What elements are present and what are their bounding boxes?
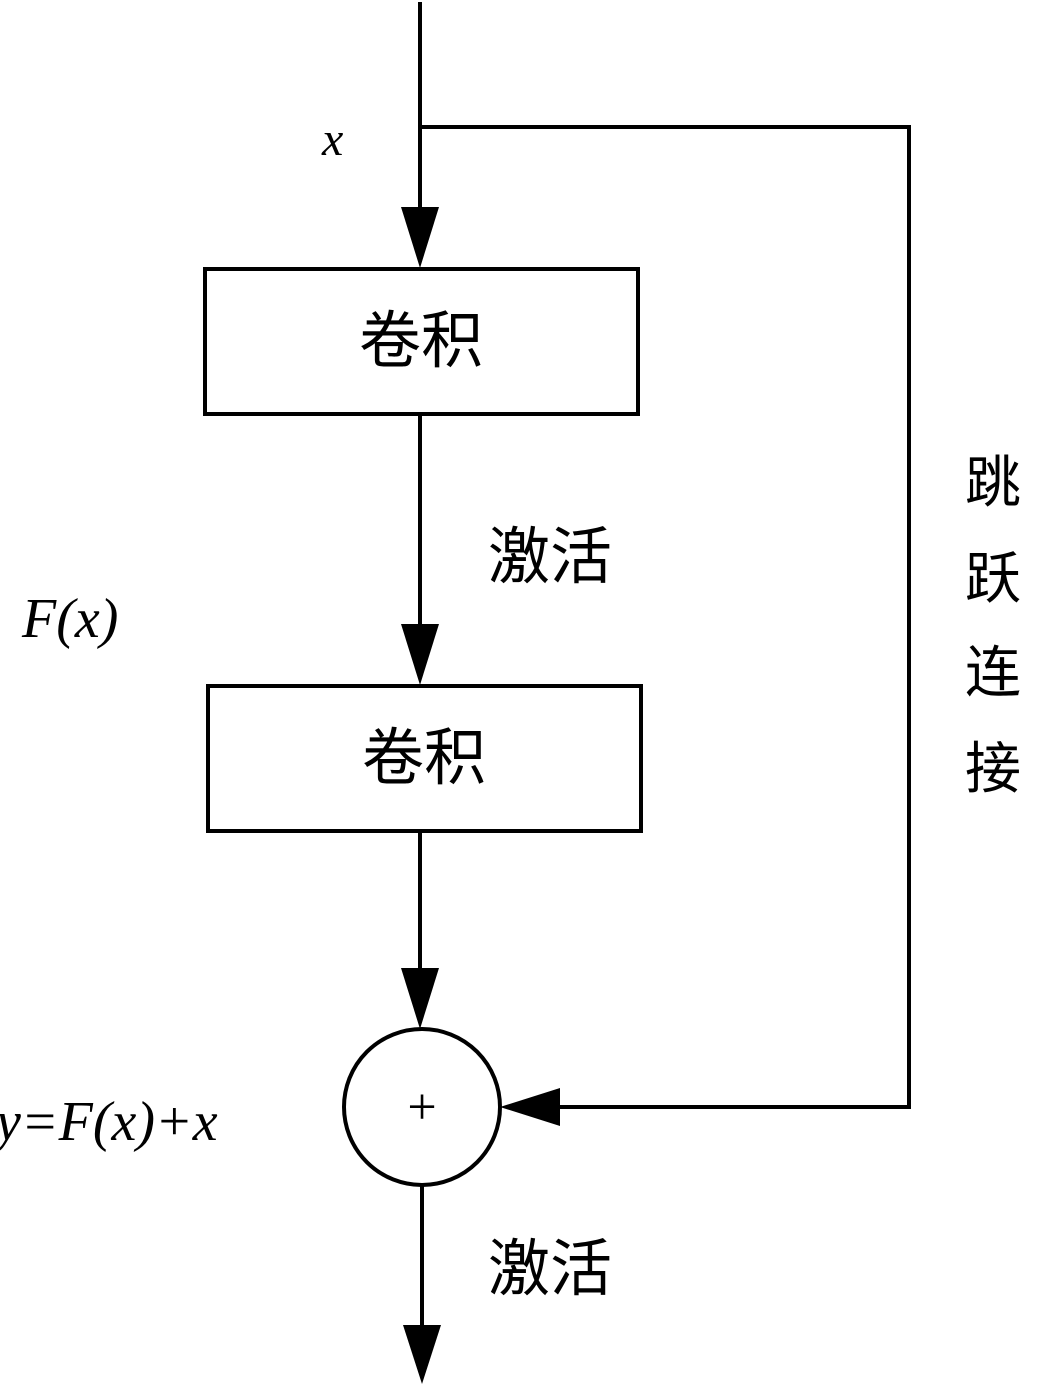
conv-block-1-label: 卷积 [359, 304, 483, 377]
skip-connection-line [420, 125, 911, 1109]
output-formula: y=F(x)+x [0, 1091, 218, 1153]
sum-node: + [342, 1027, 502, 1187]
skip-label-char-4: 接 [965, 737, 1021, 802]
activation-out-label: 激活 [488, 1232, 612, 1305]
skip-label-char-3: 连 [965, 641, 1021, 706]
output-arrowhead [403, 1325, 441, 1384]
skip-connection-arrowhead [500, 1088, 560, 1126]
conv-block-1-box [203, 267, 640, 416]
conv-block-2: 卷积 [206, 684, 643, 833]
conv-block-1: 卷积 [203, 267, 640, 416]
residual-function-label: F(x) [21, 588, 118, 650]
skip-label-char-1: 跳 [965, 451, 1021, 516]
input-label: x [321, 113, 343, 166]
conv-block-2-box [206, 684, 643, 833]
conv-block-2-label: 卷积 [362, 721, 486, 794]
sum-symbol: + [407, 1079, 436, 1136]
skip-label-char-2: 跃 [965, 547, 1021, 612]
arrow-into-conv2 [401, 624, 439, 685]
activation-mid-label: 激活 [488, 520, 612, 593]
arrow-into-sum [401, 968, 439, 1029]
arrow-into-conv1 [401, 207, 439, 268]
